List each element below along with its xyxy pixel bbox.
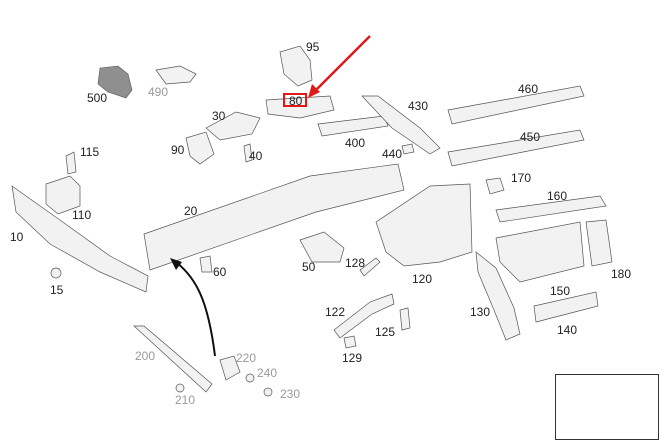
part-120 bbox=[375, 183, 473, 267]
part-122 bbox=[333, 293, 395, 339]
callout-label-210[interactable]: 210 bbox=[175, 393, 196, 407]
callout-label-120[interactable]: 120 bbox=[412, 272, 433, 286]
part-430 bbox=[361, 95, 441, 155]
part-130 bbox=[475, 251, 521, 341]
callout-label-122[interactable]: 122 bbox=[325, 305, 346, 319]
part-500 bbox=[97, 65, 133, 99]
callout-label-30[interactable]: 30 bbox=[212, 109, 226, 123]
part-200 bbox=[133, 325, 213, 393]
part-90 bbox=[185, 131, 215, 165]
part-128 bbox=[359, 257, 381, 277]
callout-label-450[interactable]: 450 bbox=[520, 130, 541, 144]
part-110 bbox=[45, 175, 81, 215]
part-460 bbox=[447, 85, 585, 125]
part-125 bbox=[399, 307, 411, 331]
part-400 bbox=[317, 115, 389, 137]
callout-label-130[interactable]: 130 bbox=[470, 305, 491, 319]
part-95 bbox=[279, 45, 313, 87]
part-115 bbox=[65, 151, 77, 175]
callout-label-150[interactable]: 150 bbox=[550, 284, 571, 298]
highlight-arrow-line bbox=[311, 35, 371, 95]
part-150 bbox=[495, 221, 585, 283]
callout-label-200[interactable]: 200 bbox=[135, 349, 156, 363]
part-140 bbox=[533, 291, 599, 323]
callout-label-128[interactable]: 128 bbox=[345, 256, 366, 270]
callout-label-110[interactable]: 110 bbox=[72, 208, 92, 222]
part-170 bbox=[485, 177, 505, 195]
callout-label-460[interactable]: 460 bbox=[518, 82, 539, 96]
part-129 bbox=[343, 335, 357, 349]
part-10 bbox=[11, 185, 149, 293]
callout-label-440[interactable]: 440 bbox=[382, 147, 403, 161]
callout-label-160[interactable]: 160 bbox=[547, 189, 568, 203]
part-220 bbox=[219, 355, 241, 381]
overview-thumbnail[interactable] bbox=[555, 374, 659, 440]
callout-label-10[interactable]: 10 bbox=[10, 230, 24, 244]
part-180 bbox=[585, 219, 613, 267]
callout-label-240[interactable]: 240 bbox=[257, 366, 278, 380]
callout-label-140[interactable]: 140 bbox=[557, 323, 578, 337]
part-490 bbox=[155, 65, 197, 85]
callout-label-230[interactable]: 230 bbox=[280, 387, 301, 401]
callout-label-95[interactable]: 95 bbox=[306, 40, 320, 54]
callout-label-180[interactable]: 180 bbox=[611, 267, 632, 281]
callout-label-430[interactable]: 430 bbox=[408, 99, 429, 113]
callout-label-500[interactable]: 500 bbox=[87, 91, 108, 105]
assembly-arrowhead bbox=[170, 258, 182, 270]
callout-label-125[interactable]: 125 bbox=[375, 325, 396, 339]
part-210 bbox=[175, 383, 185, 393]
part-160 bbox=[495, 195, 607, 223]
part-450 bbox=[447, 129, 585, 167]
callout-label-170[interactable]: 170 bbox=[511, 171, 532, 185]
part-60 bbox=[199, 255, 213, 273]
part-20 bbox=[143, 163, 405, 271]
assembly-arrow bbox=[175, 261, 216, 357]
callout-label-20[interactable]: 20 bbox=[184, 204, 198, 218]
part-230 bbox=[263, 387, 273, 397]
part-440 bbox=[401, 143, 415, 155]
callout-label-490[interactable]: 490 bbox=[148, 85, 169, 99]
callout-label-220[interactable]: 220 bbox=[236, 351, 257, 365]
part-50 bbox=[299, 231, 345, 263]
callout-label-90[interactable]: 90 bbox=[171, 143, 185, 157]
highlight-box-80 bbox=[283, 93, 307, 107]
part-240 bbox=[245, 373, 255, 383]
callout-label-400[interactable]: 400 bbox=[345, 136, 366, 150]
callout-label-50[interactable]: 50 bbox=[302, 260, 316, 274]
callout-label-15[interactable]: 15 bbox=[50, 283, 64, 297]
part-40 bbox=[243, 143, 253, 163]
part-15 bbox=[50, 267, 62, 279]
callout-label-40[interactable]: 40 bbox=[249, 149, 263, 163]
highlight-arrowhead bbox=[308, 84, 320, 98]
part-30 bbox=[205, 111, 261, 141]
callout-label-115[interactable]: 115 bbox=[80, 145, 100, 159]
callout-label-60[interactable]: 60 bbox=[213, 265, 227, 279]
callout-label-129[interactable]: 129 bbox=[342, 351, 363, 365]
callout-label-80[interactable]: 80 bbox=[289, 94, 303, 108]
